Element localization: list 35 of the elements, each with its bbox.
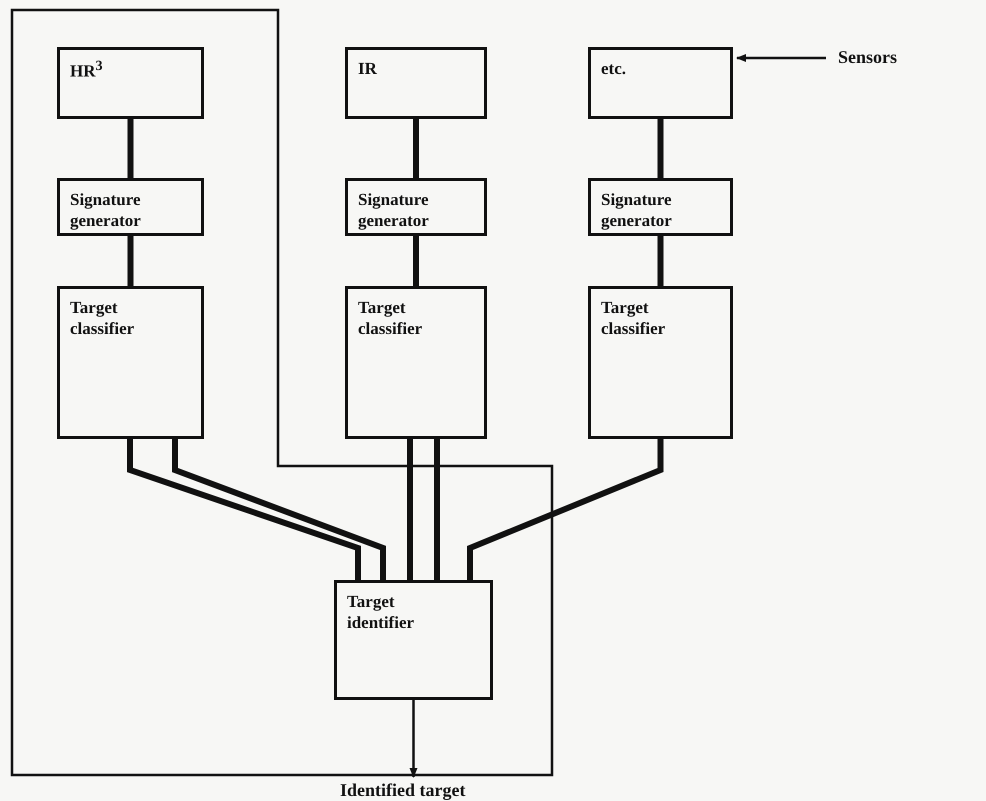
arrow (736, 54, 826, 62)
box-label: Target classifier (601, 297, 666, 340)
process-box (345, 178, 487, 236)
connector-line (658, 236, 664, 286)
process-box (588, 47, 733, 119)
connector-line (172, 439, 386, 580)
connector-line (658, 119, 664, 178)
process-box (57, 286, 204, 439)
process-box (345, 286, 487, 439)
connector-line (413, 119, 419, 178)
process-box (334, 580, 493, 700)
box-label: Signature generator (70, 189, 141, 232)
text-label: Sensors (838, 46, 898, 68)
process-box (588, 286, 733, 439)
box-label: etc. (601, 58, 626, 80)
box-label: IR (358, 58, 377, 80)
arrow (410, 700, 418, 778)
connector-line (128, 236, 134, 286)
connector-line (407, 439, 413, 580)
box-label: Target identifier (347, 591, 414, 634)
process-box (345, 47, 487, 119)
connector-line (127, 439, 361, 580)
process-box (57, 47, 204, 119)
box-label: Signature generator (601, 189, 672, 232)
connector-line (128, 119, 134, 178)
box-label: Target classifier (358, 297, 422, 340)
box-label: Target classifier (70, 297, 134, 340)
connector-line (413, 236, 419, 286)
connector-line (434, 439, 440, 580)
connector-line (467, 439, 664, 580)
box-label: HR$^{3}$ (70, 58, 103, 82)
text-label: Identified target (340, 779, 466, 801)
box-label: Signature generator (358, 189, 429, 232)
process-box (57, 178, 204, 236)
process-box (588, 178, 733, 236)
